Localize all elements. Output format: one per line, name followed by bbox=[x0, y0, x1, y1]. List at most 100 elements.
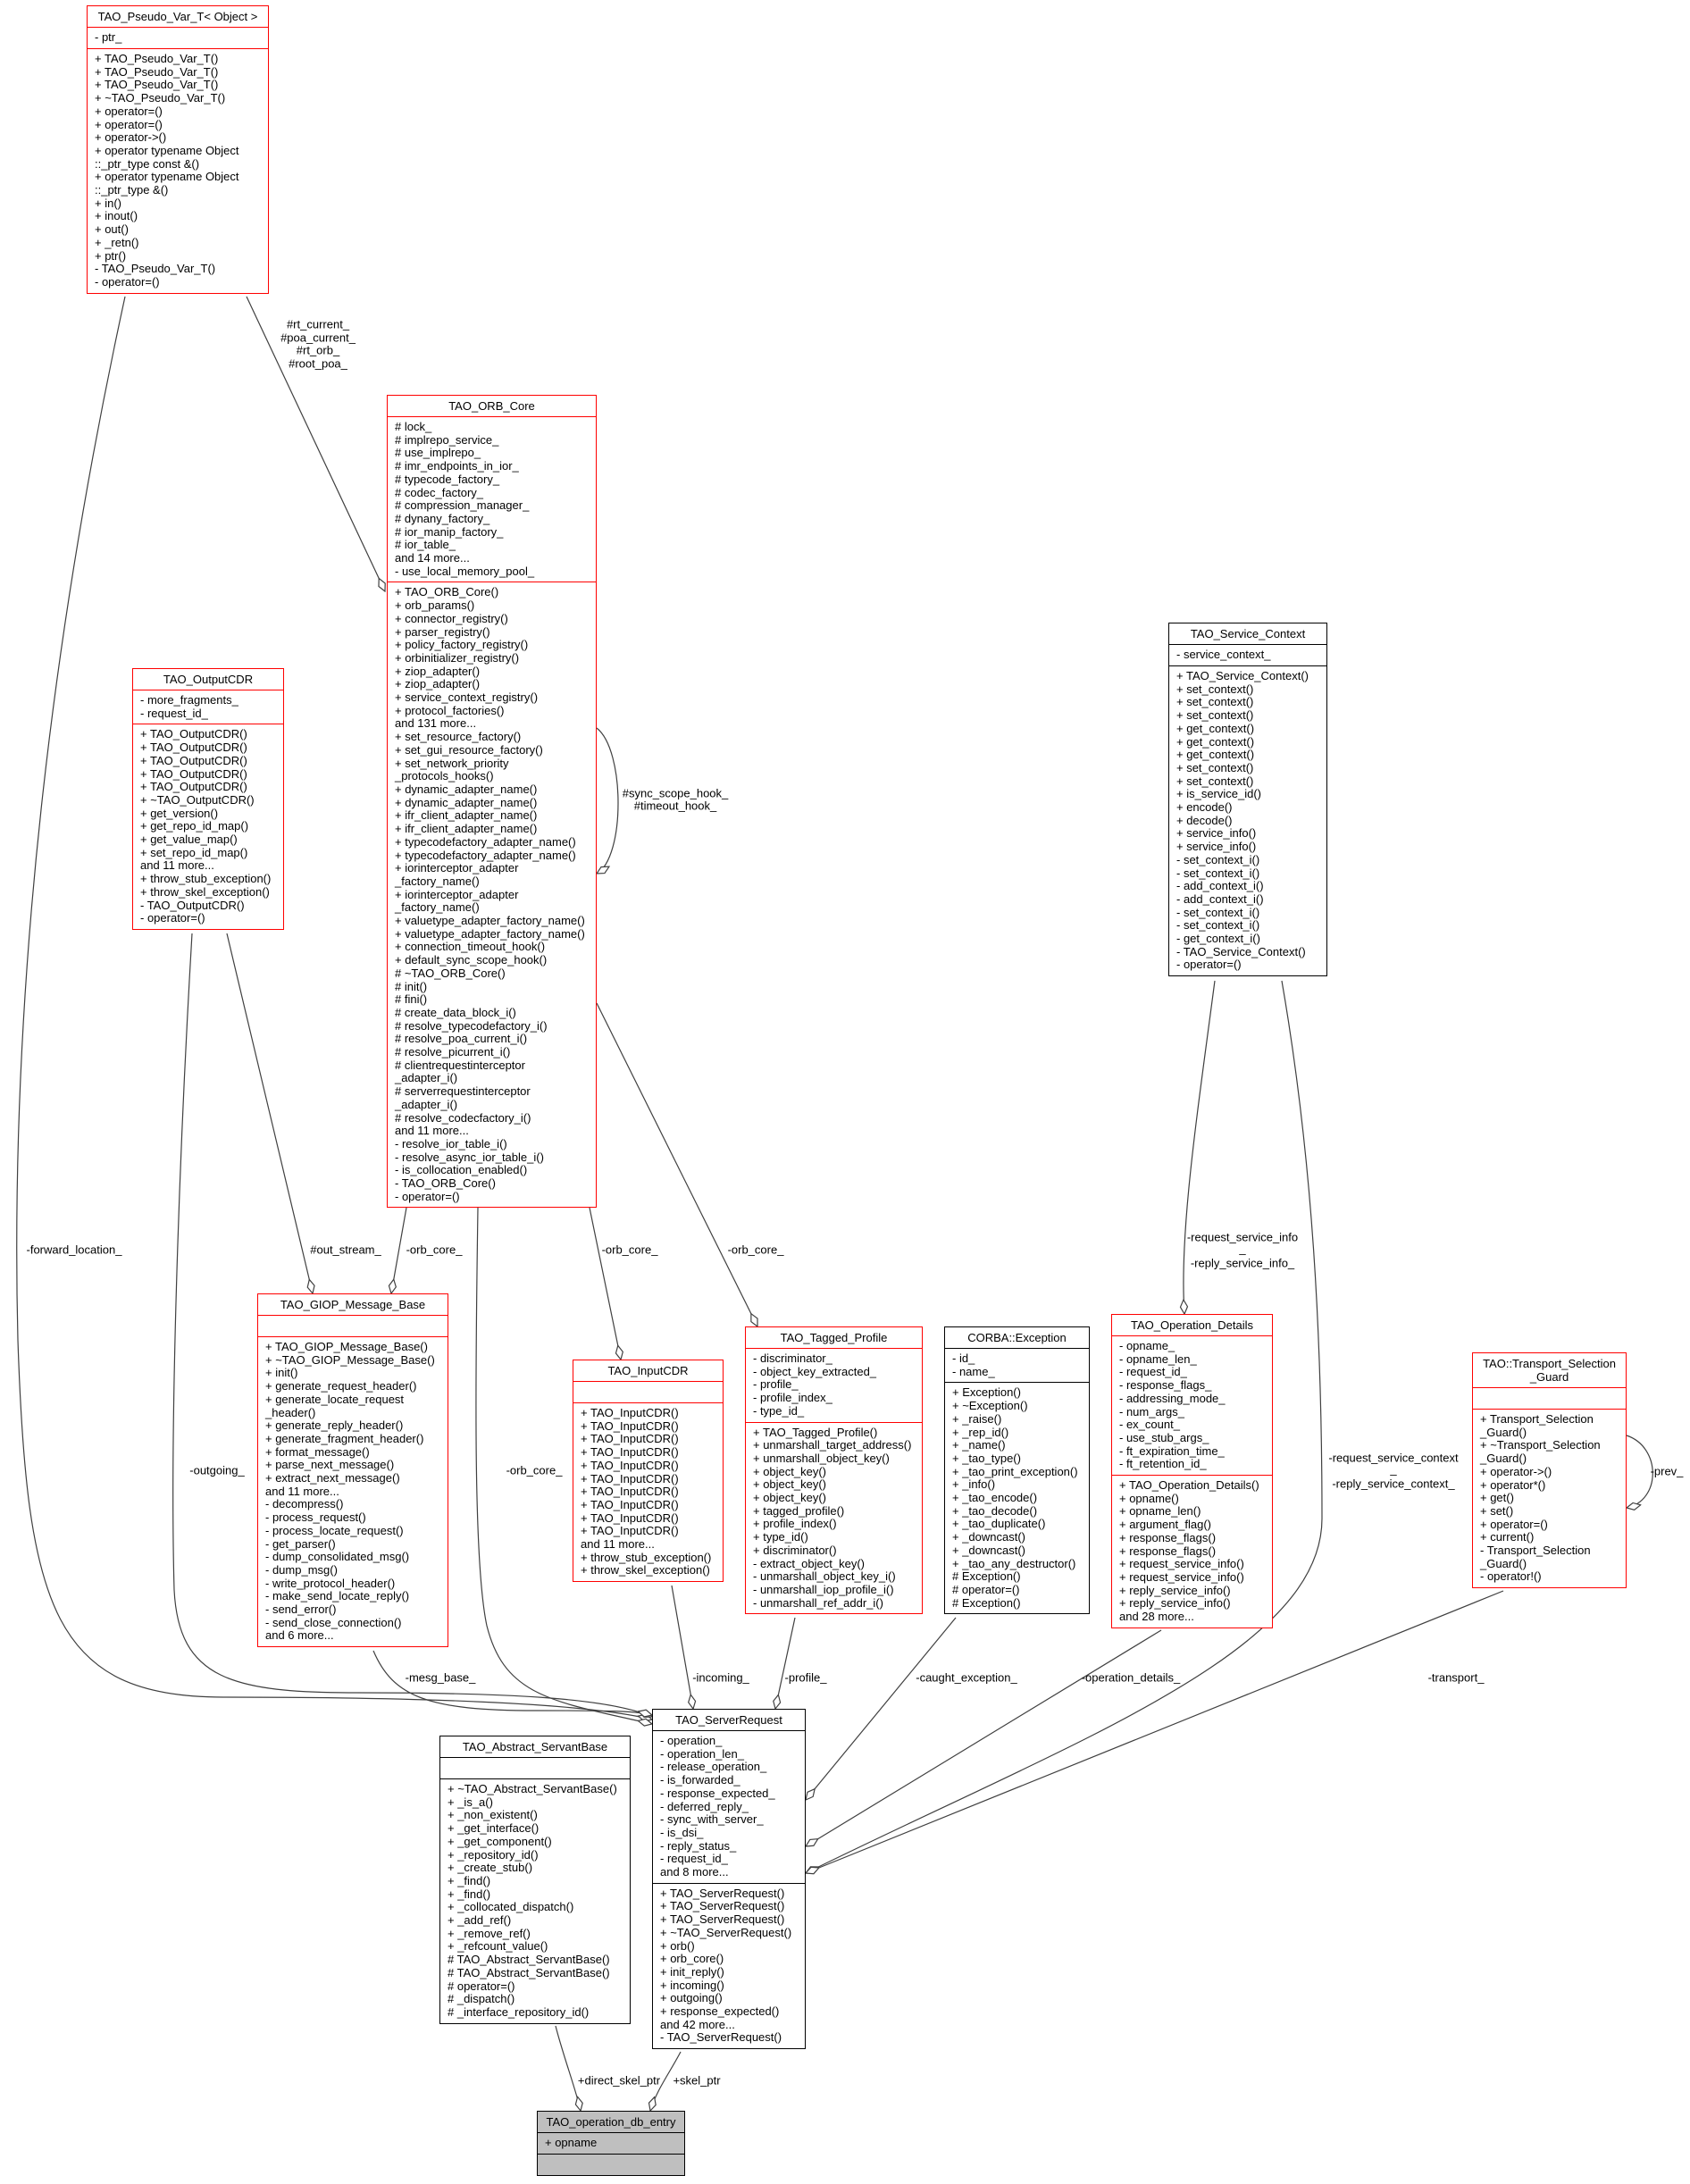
edge-label: #rt_current_ bbox=[287, 317, 350, 331]
method-item: + TAO_GIOP_Message_Base() bbox=[265, 1340, 428, 1353]
method-item: # operator=() bbox=[952, 1582, 1020, 1596]
attribute-item: - service_context_ bbox=[1176, 648, 1271, 661]
method-item: + TAO_InputCDR() bbox=[581, 1485, 679, 1499]
class-box-orb-core[interactable]: TAO_ORB_Core# lock_# implrepo_service_# … bbox=[387, 395, 597, 1209]
attribute-item: - request_id_ bbox=[1119, 1365, 1187, 1379]
method-item: - TAO_Service_Context() bbox=[1176, 944, 1306, 958]
edge-incoming bbox=[671, 1585, 693, 1709]
method-item: + unmarshall_target_address() bbox=[753, 1438, 912, 1452]
attribute-item: - is_forwarded_ bbox=[660, 1773, 740, 1787]
method-item: + set_gui_resource_factory() bbox=[395, 742, 543, 757]
attribute-item: - use_local_memory_pool_ bbox=[395, 564, 535, 578]
method-item: + _tao_decode() bbox=[952, 1503, 1038, 1518]
class-box-service-context[interactable]: TAO_Service_Context- service_context_+ T… bbox=[1168, 623, 1327, 977]
method-item: and 11 more... bbox=[581, 1537, 655, 1552]
method-item: - unmarshall_object_key_i() bbox=[753, 1569, 896, 1584]
method-item: + iorinterceptor_adapter bbox=[395, 861, 519, 875]
method-item: # TAO_Abstract_ServantBase() bbox=[448, 1965, 610, 1979]
method-item: + unmarshall_object_key() bbox=[753, 1451, 890, 1465]
method-item: - process_request() bbox=[265, 1510, 366, 1525]
method-item: + _info() bbox=[952, 1477, 996, 1492]
method-item: + format_message() bbox=[265, 1444, 370, 1459]
edge-orb-core-server bbox=[475, 1207, 652, 1724]
method-item: + operator->() bbox=[95, 130, 167, 145]
class-box-input-cdr[interactable]: TAO_InputCDR+ TAO_InputCDR()+ TAO_InputC… bbox=[573, 1360, 724, 1583]
method-item: - extract_object_key() bbox=[753, 1556, 865, 1570]
class-title: TAO_Operation_Details bbox=[1112, 1315, 1272, 1336]
edge-label: -orb_core_ bbox=[506, 1463, 564, 1477]
method-item: + _create_stub() bbox=[448, 1861, 533, 1875]
method-item: + profile_index() bbox=[753, 1517, 837, 1531]
method-item: + _retn() bbox=[95, 235, 139, 249]
method-item: + orbinitializer_registry() bbox=[395, 650, 520, 665]
method-item: _factory_name() bbox=[395, 900, 480, 915]
class-attributes-section: # lock_# implrepo_service_# use_implrepo… bbox=[388, 417, 596, 582]
method-item: - operator=() bbox=[1176, 958, 1242, 972]
method-item: + request_service_info() bbox=[1119, 1557, 1244, 1571]
class-box-corba-exception[interactable]: CORBA::Exception- id_- name_+ Exception(… bbox=[944, 1326, 1090, 1615]
method-item: - TAO_Pseudo_Var_T() bbox=[95, 262, 216, 276]
method-item: + throw_skel_exception() bbox=[140, 884, 270, 899]
method-item: + set_context() bbox=[1176, 682, 1254, 696]
method-item: _factory_name() bbox=[395, 874, 480, 888]
method-item: _header() bbox=[265, 1405, 316, 1419]
edge-label: -incoming_ bbox=[692, 1670, 749, 1684]
edge-label: -mesg_base_ bbox=[406, 1670, 477, 1684]
method-item: # resolve_picurrent_i() bbox=[395, 1045, 511, 1059]
method-item: + generate_request_header() bbox=[265, 1379, 417, 1393]
method-item: + get_context() bbox=[1176, 734, 1255, 749]
attribute-item: - is_dsi_ bbox=[660, 1825, 704, 1839]
method-item: + TAO_InputCDR() bbox=[581, 1406, 679, 1419]
method-item: + _non_existent() bbox=[448, 1808, 538, 1822]
attribute-item: - ptr_ bbox=[95, 30, 122, 44]
class-methods-section bbox=[538, 2154, 684, 2175]
method-item: _Guard() bbox=[1480, 1556, 1527, 1570]
method-item: # clientrequestinterceptor bbox=[395, 1058, 525, 1072]
method-item: + TAO_Operation_Details() bbox=[1119, 1478, 1259, 1493]
method-item: + object_key() bbox=[753, 1491, 827, 1505]
class-methods-section: + Exception()+ ~Exception()+ _raise()+ _… bbox=[945, 1382, 1089, 1613]
class-box-tagged-profile[interactable]: TAO_Tagged_Profile- discriminator_- obje… bbox=[745, 1326, 923, 1615]
method-item: + generate_locate_request bbox=[265, 1392, 405, 1406]
class-box-pseudo-var[interactable]: TAO_Pseudo_Var_T< Object >- ptr_+ TAO_Ps… bbox=[87, 5, 269, 294]
method-item: + tagged_profile() bbox=[753, 1503, 845, 1518]
class-box-output-cdr[interactable]: TAO_OutputCDR- more_fragments_- request_… bbox=[132, 668, 284, 930]
edge-label: #poa_current_ bbox=[280, 331, 356, 344]
method-item: + throw_skel_exception() bbox=[581, 1563, 710, 1577]
edge-label: -orb_core_ bbox=[602, 1243, 659, 1256]
method-item: + ~Exception() bbox=[952, 1399, 1028, 1413]
method-item: - operator=() bbox=[395, 1189, 460, 1203]
class-box-transport-guard[interactable]: TAO::Transport_Selection _Guard+ Transpo… bbox=[1472, 1352, 1627, 1589]
method-item: - send_error() bbox=[265, 1602, 337, 1617]
edge-forward-location bbox=[16, 296, 652, 1720]
edge-label: #timeout_hook_ bbox=[634, 799, 717, 812]
class-box-server-request[interactable]: TAO_ServerRequest- operation_- operation… bbox=[652, 1709, 806, 2050]
class-title: TAO_Service_Context bbox=[1169, 623, 1326, 645]
method-item: + get_value_map() bbox=[140, 833, 238, 847]
method-item: + reply_service_info() bbox=[1119, 1583, 1231, 1597]
class-title: CORBA::Exception bbox=[945, 1327, 1089, 1349]
edge-outgoing bbox=[172, 933, 652, 1717]
class-box-abstract-servant-base[interactable]: TAO_Abstract_ServantBase+ ~TAO_Abstract_… bbox=[439, 1736, 631, 2024]
class-box-operation-details[interactable]: TAO_Operation_Details- opname_- opname_l… bbox=[1111, 1314, 1273, 1628]
method-item: + set_resource_factory() bbox=[395, 730, 522, 744]
class-title: TAO_operation_db_entry bbox=[538, 2112, 684, 2133]
method-item: + TAO_InputCDR() bbox=[581, 1510, 679, 1525]
class-attributes-section: - service_context_ bbox=[1169, 645, 1326, 665]
class-box-giop-message-base[interactable]: TAO_GIOP_Message_Base+ TAO_GIOP_Message_… bbox=[257, 1293, 448, 1648]
method-item: # fini() bbox=[395, 992, 428, 1007]
attribute-item: - request_id_ bbox=[140, 706, 208, 720]
class-box-operation-db-entry[interactable]: TAO_operation_db_entry+ opname bbox=[537, 2111, 685, 2176]
class-attributes-section: - discriminator_- object_key_extracted_-… bbox=[746, 1349, 922, 1422]
method-item: + dynamic_adapter_name() bbox=[395, 795, 538, 809]
attribute-item: - operation_ bbox=[660, 1734, 723, 1747]
method-item: + TAO_InputCDR() bbox=[581, 1432, 679, 1446]
attribute-item: # ior_table_ bbox=[395, 538, 456, 552]
method-item: + _refcount_value() bbox=[448, 1939, 548, 1954]
method-item: + get_version() bbox=[140, 806, 219, 820]
method-item: + TAO_InputCDR() bbox=[581, 1418, 679, 1433]
method-item: + operator=() bbox=[95, 117, 163, 131]
method-item: + connection_timeout_hook() bbox=[395, 940, 546, 954]
attribute-item: - id_ bbox=[952, 1351, 975, 1365]
method-item: + service_context_registry() bbox=[395, 690, 539, 705]
